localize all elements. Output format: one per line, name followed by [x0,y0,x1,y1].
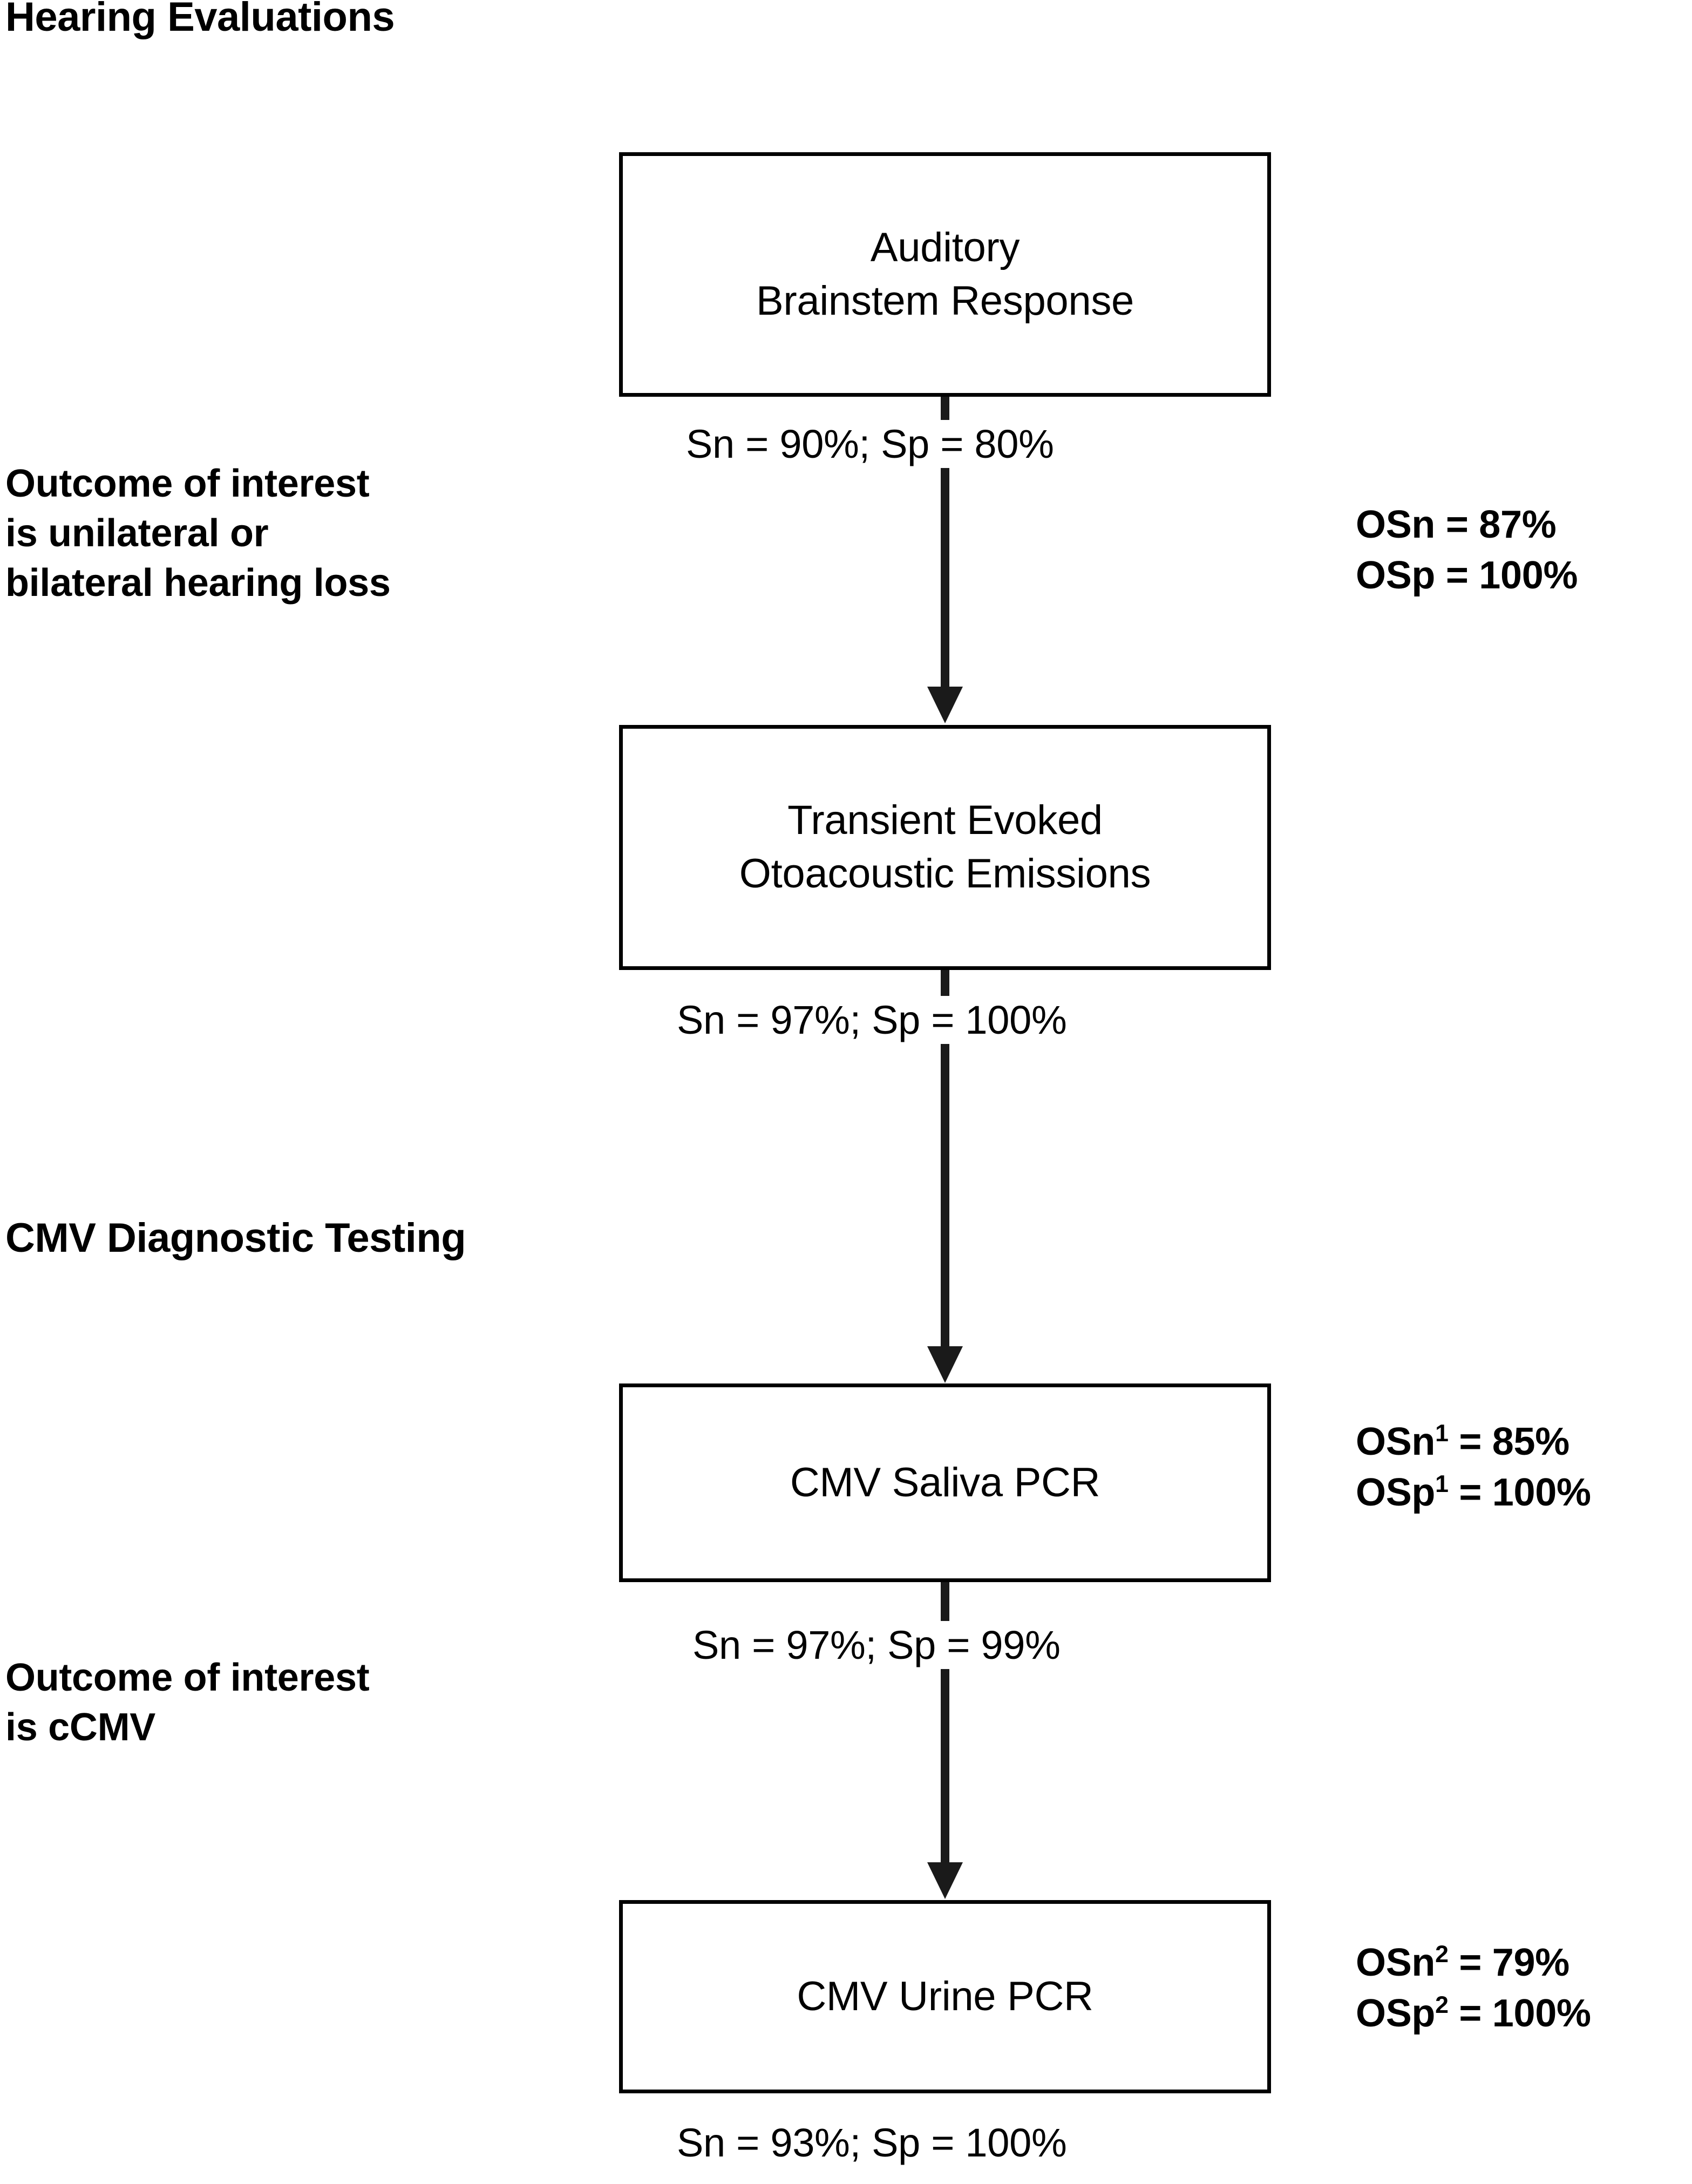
side-note-outcome-ccmv: Outcome of interest is cCMV [5,1656,370,1749]
node-label: CMV Saliva PCR [790,1459,1100,1505]
metric-osn-superscript: 2 [1435,1941,1449,1968]
metric-note-urine-overall: OSn2 = 79% OSp2 = 100% [1356,1938,1591,2039]
node-auditory-brainstem-response: Auditory Brainstem Response [619,152,1271,397]
metric-note-hearing-overall: OSn = 87% OSp = 100% [1356,500,1578,601]
node-transient-evoked-otoacoustic-emissions: Transient Evoked Otoacoustic Emissions [619,725,1271,970]
metric-osn: OSn = 87% [1356,503,1557,546]
edge-label-teoae-metrics: Sn = 97%; Sp = 100% [667,996,1077,1044]
connector-line-abr-to-teoae [941,397,949,688]
connector-arrowhead-teoae-to-saliva [927,1346,963,1383]
edge-label-abr-metrics: Sn = 90%; Sp = 80% [676,420,1064,469]
connector-line-teoae-to-saliva [941,970,949,1348]
connector-arrowhead-saliva-to-urine [927,1862,963,1899]
metric-osn: OSn2 = 79% [1356,1941,1570,1984]
section-heading-hearing-evaluations: Hearing Evaluations [5,0,395,40]
connector-arrowhead-abr-to-teoae [927,687,963,723]
metric-osp: OSp2 = 100% [1356,1991,1591,2035]
metric-osp-superscript: 1 [1435,1470,1449,1497]
metric-osn-superscript: 1 [1435,1420,1449,1447]
metric-osp: OSp1 = 100% [1356,1470,1591,1514]
metric-note-saliva-overall: OSn1 = 85% OSp1 = 100% [1356,1417,1591,1518]
node-cmv-urine-pcr: CMV Urine PCR [619,1900,1271,2093]
edge-label-urine-metrics: Sn = 93%; Sp = 100% [667,2119,1077,2167]
edge-label-saliva-metrics: Sn = 97%; Sp = 99% [683,1621,1070,1670]
metric-osp: OSp = 100% [1356,553,1578,597]
node-cmv-saliva-pcr: CMV Saliva PCR [619,1383,1271,1582]
side-note-outcome-hearing-loss: Outcome of interest is unilateral or bil… [5,462,391,605]
node-label: Transient Evoked Otoacoustic Emissions [739,797,1151,897]
section-heading-cmv-diagnostic-testing: CMV Diagnostic Testing [5,1215,466,1261]
metric-osn: OSn1 = 85% [1356,1420,1570,1463]
node-label: CMV Urine PCR [797,1973,1093,2019]
metric-osp-superscript: 2 [1435,1991,1449,2018]
node-label: Auditory Brainstem Response [756,224,1134,324]
